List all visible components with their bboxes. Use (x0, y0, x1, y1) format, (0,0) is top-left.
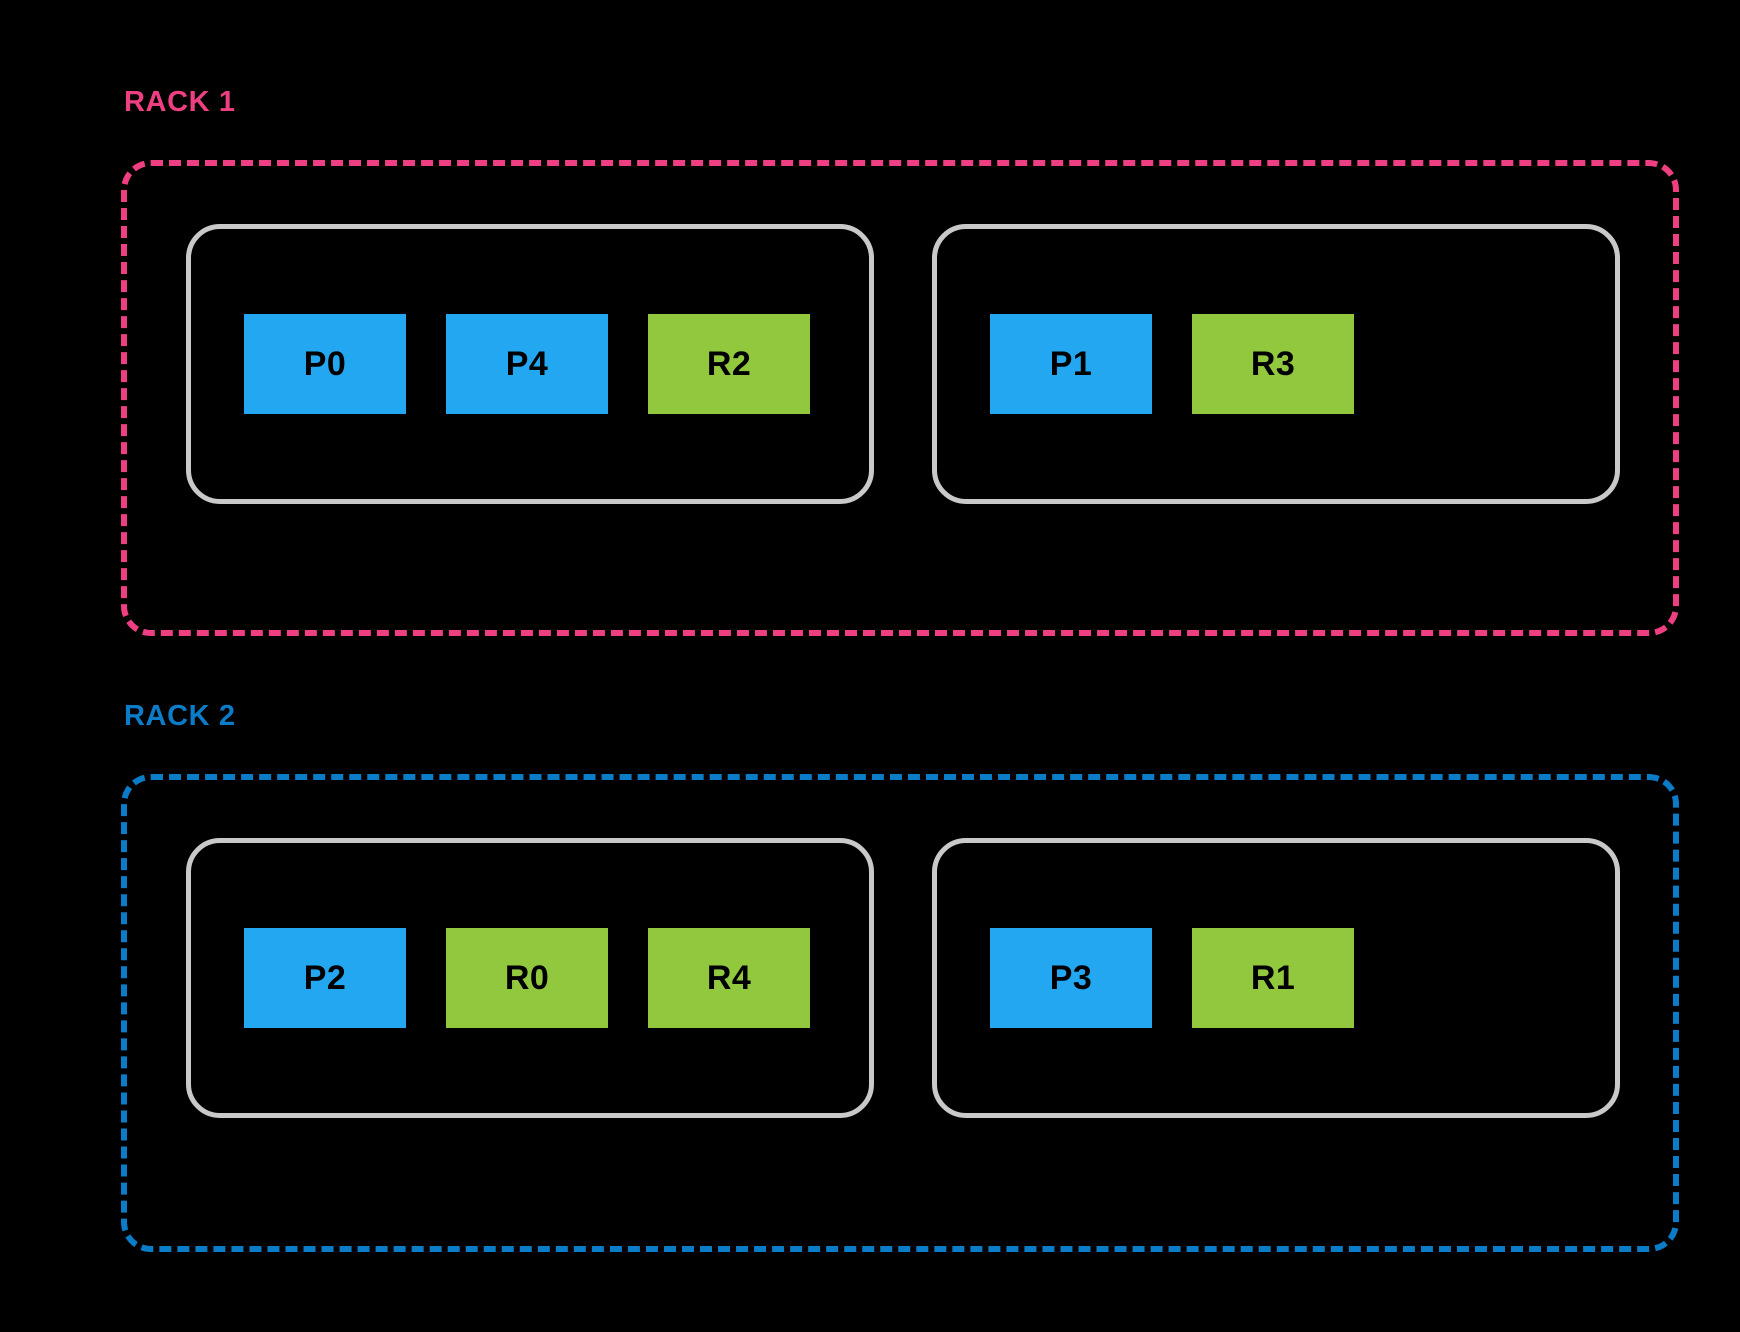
partition-chip-p3[interactable]: P3 (990, 928, 1152, 1028)
rack-1-node-2[interactable]: P1 R3 (932, 224, 1620, 504)
rack-2-node-1[interactable]: P2 R0 R4 (186, 838, 874, 1118)
replica-chip-r2[interactable]: R2 (648, 314, 810, 414)
partition-chip-p2[interactable]: P2 (244, 928, 406, 1028)
rack-2-label: RACK 2 (124, 700, 236, 732)
replica-chip-r1[interactable]: R1 (1192, 928, 1354, 1028)
rack-1-node-1[interactable]: P0 P4 R2 (186, 224, 874, 504)
rack-2-node-1-chips: P2 R0 R4 (191, 843, 869, 1113)
partition-chip-p4[interactable]: P4 (446, 314, 608, 414)
rack-1-boundary (121, 160, 1679, 636)
partition-chip-p1[interactable]: P1 (990, 314, 1152, 414)
rack-2-node-2[interactable]: P3 R1 (932, 838, 1620, 1118)
replica-chip-r0[interactable]: R0 (446, 928, 608, 1028)
rack-1-node-1-chips: P0 P4 R2 (191, 229, 869, 499)
rack-2-boundary (121, 774, 1679, 1252)
replica-chip-r4[interactable]: R4 (648, 928, 810, 1028)
rack-2-node-2-chips: P3 R1 (937, 843, 1615, 1113)
replica-chip-r3[interactable]: R3 (1192, 314, 1354, 414)
rack-1-node-2-chips: P1 R3 (937, 229, 1615, 499)
rack-1-label: RACK 1 (124, 86, 236, 118)
partition-chip-p0[interactable]: P0 (244, 314, 406, 414)
